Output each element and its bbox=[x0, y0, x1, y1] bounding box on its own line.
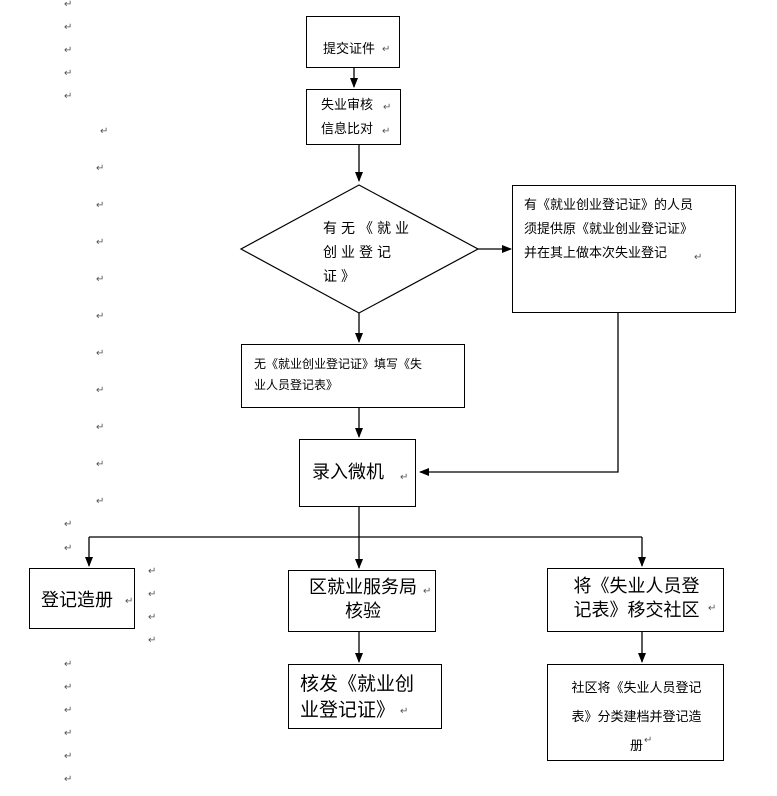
paragraph-mark: ↵ bbox=[423, 586, 432, 597]
paragraph-mark: ↵ bbox=[96, 348, 105, 359]
paragraph-mark: ↵ bbox=[96, 311, 105, 322]
paragraph-mark: ↵ bbox=[64, 774, 73, 785]
paragraph-mark: ↵ bbox=[382, 44, 391, 55]
paragraph-mark: ↵ bbox=[64, 45, 73, 56]
node-register-text: 登记造册 bbox=[41, 590, 113, 611]
node-enter: 录入微机 bbox=[299, 439, 416, 507]
arrow-has-cert-to-enter bbox=[419, 313, 619, 476]
node-has-cert: 有《就业创业登记证》的人员 须提供原《就业创业登记证》 并在其上做本次失业登记 bbox=[512, 185, 736, 313]
paragraph-mark: ↵ bbox=[96, 385, 105, 396]
node-no-cert-text: 无《就业创业登记证》填写《失 业人员登记表》 bbox=[254, 357, 423, 392]
node-submit: 提交证件 bbox=[306, 16, 400, 68]
paragraph-mark: ↵ bbox=[64, 659, 73, 670]
paragraph-mark: ↵ bbox=[64, 728, 73, 739]
paragraph-mark: ↵ bbox=[148, 589, 157, 600]
paragraph-mark: ↵ bbox=[382, 126, 391, 137]
paragraph-mark: ↵ bbox=[400, 706, 409, 717]
paragraph-mark: ↵ bbox=[64, 751, 73, 762]
paragraph-mark: ↵ bbox=[64, 543, 73, 554]
node-issue-text: 核发《就业创 业登记证》 bbox=[300, 673, 415, 721]
paragraph-mark: ↵ bbox=[148, 566, 157, 577]
node-enter-text: 录入微机 bbox=[312, 462, 384, 483]
node-no-cert: 无《就业创业登记证》填写《失 业人员登记表》 bbox=[241, 344, 465, 408]
node-community: 社区将《失业人员登记 表》分类建档并登记造 册 bbox=[547, 664, 724, 761]
paragraph-mark: ↵ bbox=[96, 496, 105, 507]
paragraph-mark: ↵ bbox=[96, 237, 105, 248]
node-register: 登记造册 bbox=[29, 568, 135, 629]
paragraph-mark: ↵ bbox=[64, 705, 73, 716]
paragraph-mark: ↵ bbox=[96, 200, 105, 211]
paragraph-mark: ↵ bbox=[64, 22, 73, 33]
paragraph-mark: ↵ bbox=[64, 519, 73, 530]
node-submit-text: 提交证件 bbox=[323, 42, 376, 57]
paragraph-mark: ↵ bbox=[96, 163, 105, 174]
paragraph-mark: ↵ bbox=[644, 735, 653, 746]
paragraph-mark: ↵ bbox=[96, 459, 105, 470]
paragraph-mark: ↵ bbox=[100, 126, 109, 137]
paragraph-mark: ↵ bbox=[708, 603, 717, 614]
node-transfer: 将《失业人员登 记表》移交社区 bbox=[547, 568, 724, 632]
paragraph-mark: ↵ bbox=[400, 472, 409, 483]
node-has-cert-text: 有《就业创业登记证》的人员 须提供原《就业创业登记证》 并在其上做本次失业登记 bbox=[524, 198, 694, 261]
node-district-text: 区就业服务局 核验 bbox=[309, 577, 417, 622]
paragraph-mark: ↵ bbox=[148, 612, 157, 623]
node-review-text: 失业审核 信息比对 bbox=[321, 98, 374, 137]
node-issue: 核发《就业创 业登记证》 bbox=[288, 664, 442, 729]
node-community-text: 社区将《失业人员登记 表》分类建档并登记造 册 bbox=[571, 681, 702, 754]
paragraph-mark: ↵ bbox=[64, 0, 73, 10]
paragraph-mark: ↵ bbox=[694, 252, 703, 263]
node-transfer-text: 将《失业人员登 记表》移交社区 bbox=[573, 576, 700, 621]
node-district: 区就业服务局 核验 bbox=[288, 570, 436, 632]
paragraph-mark: ↵ bbox=[96, 274, 105, 285]
node-review: 失业审核 信息比对 bbox=[306, 89, 401, 145]
paragraph-mark: ↵ bbox=[148, 635, 157, 646]
paragraph-mark: ↵ bbox=[64, 68, 73, 79]
node-decision-text: 有无《就业 创业登记 证》 bbox=[323, 221, 413, 285]
paragraph-mark: ↵ bbox=[64, 91, 73, 102]
paragraph-mark: ↵ bbox=[96, 422, 105, 433]
paragraph-mark: ↵ bbox=[125, 596, 134, 607]
paragraph-mark: ↵ bbox=[383, 102, 392, 113]
paragraph-mark: ↵ bbox=[64, 682, 73, 693]
